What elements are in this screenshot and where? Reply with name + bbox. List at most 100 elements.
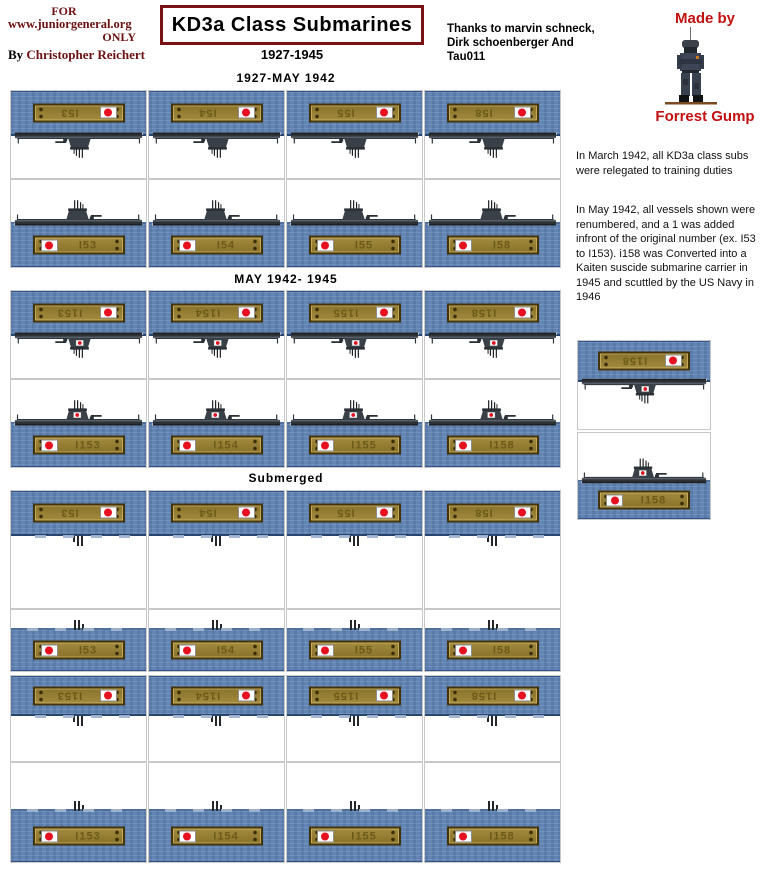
japan-flag-icon <box>178 830 196 842</box>
hull-number: I54 <box>197 507 217 519</box>
japan-flag-icon <box>99 689 117 702</box>
japan-flag-icon <box>375 107 393 119</box>
nameplate: I54 <box>170 103 263 123</box>
nameplate: I153 <box>32 435 125 455</box>
nameplate: I158 <box>446 303 539 323</box>
flag-dot <box>45 832 53 840</box>
unit-tile: I154 <box>148 762 285 863</box>
hull-number: I58 <box>473 507 493 519</box>
nameplate: I158 <box>598 351 690 371</box>
unit-tile: I54 <box>148 490 285 609</box>
water-band: I158 <box>425 809 560 862</box>
unit-tile: I153 <box>10 379 147 468</box>
flag-dot <box>459 441 467 449</box>
japan-flag-icon <box>513 507 531 519</box>
nameplate: I154 <box>170 826 263 846</box>
japan-flag-icon <box>454 439 472 451</box>
nameplate: I55 <box>308 235 401 255</box>
nameplate: I58 <box>446 103 539 123</box>
water-band: I158 <box>425 422 560 467</box>
flag-dot <box>183 646 191 654</box>
hull-number: I154 <box>213 830 239 842</box>
hull-number: I55 <box>354 644 374 656</box>
submarine-silhouette <box>427 400 558 426</box>
nameplate: I155 <box>308 303 401 323</box>
water-band: I153 <box>11 422 146 467</box>
unit-tile: I53 <box>10 179 147 268</box>
water-band: I53 <box>11 628 146 671</box>
flag-dot <box>380 309 388 317</box>
soldier-icon <box>665 27 717 105</box>
water-band: I58 <box>425 491 560 536</box>
submarine-silhouette <box>13 200 144 226</box>
water-band: I154 <box>149 676 284 716</box>
japan-flag-icon <box>665 355 682 367</box>
submarine-silhouette <box>427 332 558 358</box>
japan-flag-icon <box>40 830 58 842</box>
unit-tile: I158 <box>424 675 561 762</box>
periscope-marker <box>425 716 560 728</box>
flag-dot <box>45 441 53 449</box>
flag-dot <box>242 109 250 117</box>
water-band: I55 <box>287 628 422 671</box>
nameplate: I55 <box>308 103 401 123</box>
nameplate: I154 <box>170 435 263 455</box>
flag-dot <box>610 496 619 504</box>
japan-flag-icon <box>237 689 255 702</box>
submarine-silhouette <box>151 200 282 226</box>
tile-row-1927-top: I53 I54 I55 <box>10 90 562 179</box>
flag-dot <box>104 309 112 317</box>
periscope-marker <box>287 799 422 812</box>
periscope-marker <box>149 716 284 728</box>
title-years: 1927-1945 <box>260 47 324 62</box>
submarine-silhouette <box>580 458 708 484</box>
unit-tile: I58 <box>424 90 561 179</box>
side-tile-i158-bottom: I158 <box>577 432 711 520</box>
nameplate: I54 <box>170 640 263 660</box>
flag-dot <box>380 509 388 517</box>
nameplate: I155 <box>308 435 401 455</box>
periscope-marker <box>425 618 560 631</box>
nameplate: I155 <box>308 686 401 705</box>
periscope-marker <box>149 536 284 548</box>
flag-dot <box>321 646 329 654</box>
flag-dot <box>459 646 467 654</box>
flag-dot <box>242 309 250 317</box>
water-band: I54 <box>149 222 284 267</box>
hull-number: I154 <box>194 307 220 319</box>
water-band: I53 <box>11 222 146 267</box>
hull-number: I53 <box>59 507 79 519</box>
japan-flag-icon <box>513 689 531 702</box>
periscope-marker <box>11 536 146 548</box>
submarine-silhouette <box>289 400 420 426</box>
unit-tile: I158 <box>424 762 561 863</box>
flag-dot <box>380 691 388 700</box>
flag-dot <box>45 646 53 654</box>
water-band: I153 <box>11 291 146 336</box>
water-band: I155 <box>287 422 422 467</box>
hull-number: I58 <box>492 644 512 656</box>
japan-flag-icon <box>178 439 196 451</box>
hull-number: I55 <box>335 507 355 519</box>
unit-tile: I155 <box>286 290 423 379</box>
hull-number: I155 <box>332 689 358 702</box>
unit-tile: I158 <box>424 379 561 468</box>
tile-row-1927-bottom: I53 I54 I55 <box>10 179 562 268</box>
note-may-1942: In May 1942, all vessels shown were renu… <box>576 204 756 303</box>
section-label-submerged: Submerged <box>248 471 324 485</box>
page-title: KD3a Class Submarines <box>171 13 413 36</box>
unit-tile: I155 <box>286 675 423 762</box>
water-band: I158 <box>425 676 560 716</box>
water-band: I154 <box>149 809 284 862</box>
water-band: I155 <box>287 676 422 716</box>
periscope-marker <box>11 799 146 812</box>
water-band: I155 <box>287 809 422 862</box>
flag-dot <box>669 357 678 365</box>
hull-number: I154 <box>213 439 239 451</box>
hull-number: I158 <box>489 439 515 451</box>
hull-number: I158 <box>621 355 648 367</box>
water-band: I55 <box>287 491 422 536</box>
flag-dot <box>183 241 191 249</box>
unit-tile: I54 <box>148 179 285 268</box>
